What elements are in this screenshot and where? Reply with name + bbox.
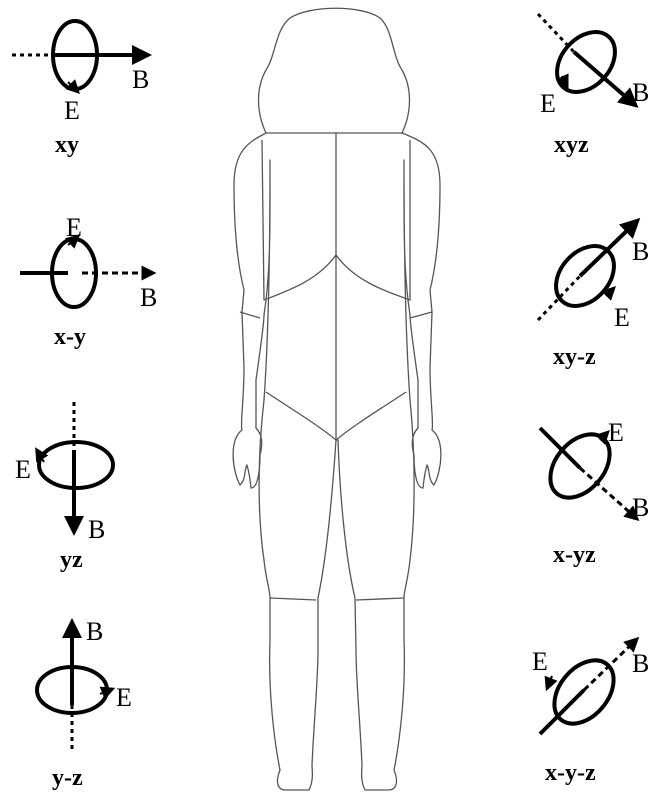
e-label: E (66, 213, 82, 242)
orientation-xy-z: B E xy-z (538, 222, 649, 370)
b-label: B (632, 493, 649, 522)
e-label: E (608, 418, 624, 447)
orientation-x-y: E B x-y (20, 213, 157, 350)
orientation-yz: E B yz (15, 402, 113, 573)
b-field-arrow (580, 222, 636, 276)
human-body-outline-icon (233, 8, 441, 790)
e-label: E (116, 683, 132, 712)
b-label: B (140, 283, 157, 312)
b-label: B (632, 237, 649, 266)
orientation-x-y-z: E B x-y-z (532, 640, 649, 786)
orientation-xy: B E xy (12, 21, 149, 158)
orientation-caption: xy (55, 132, 79, 158)
b-field-arrow (574, 52, 634, 104)
orientation-caption: x-y-z (545, 760, 596, 786)
e-label: E (532, 647, 548, 676)
orientation-caption: yz (60, 547, 83, 573)
orientation-x-yz: E B x-yz (538, 418, 649, 568)
orientation-caption: xy-z (553, 344, 596, 370)
e-label: E (614, 303, 630, 332)
orientation-caption: xyz (554, 132, 589, 158)
b-label: B (132, 65, 149, 94)
orientation-caption: x-yz (553, 542, 596, 568)
orientation-y-z: B E y-z (37, 617, 132, 791)
b-label: B (86, 617, 103, 646)
b-label: B (632, 78, 649, 107)
e-label: E (64, 96, 80, 125)
b-label: B (88, 515, 105, 544)
orientation-caption: x-y (54, 324, 86, 350)
e-label: E (540, 89, 556, 118)
orientation-xyz: E B xyz (538, 14, 649, 158)
b-label: B (632, 649, 649, 678)
e-label: E (15, 455, 31, 484)
orientation-caption: y-z (52, 765, 83, 791)
